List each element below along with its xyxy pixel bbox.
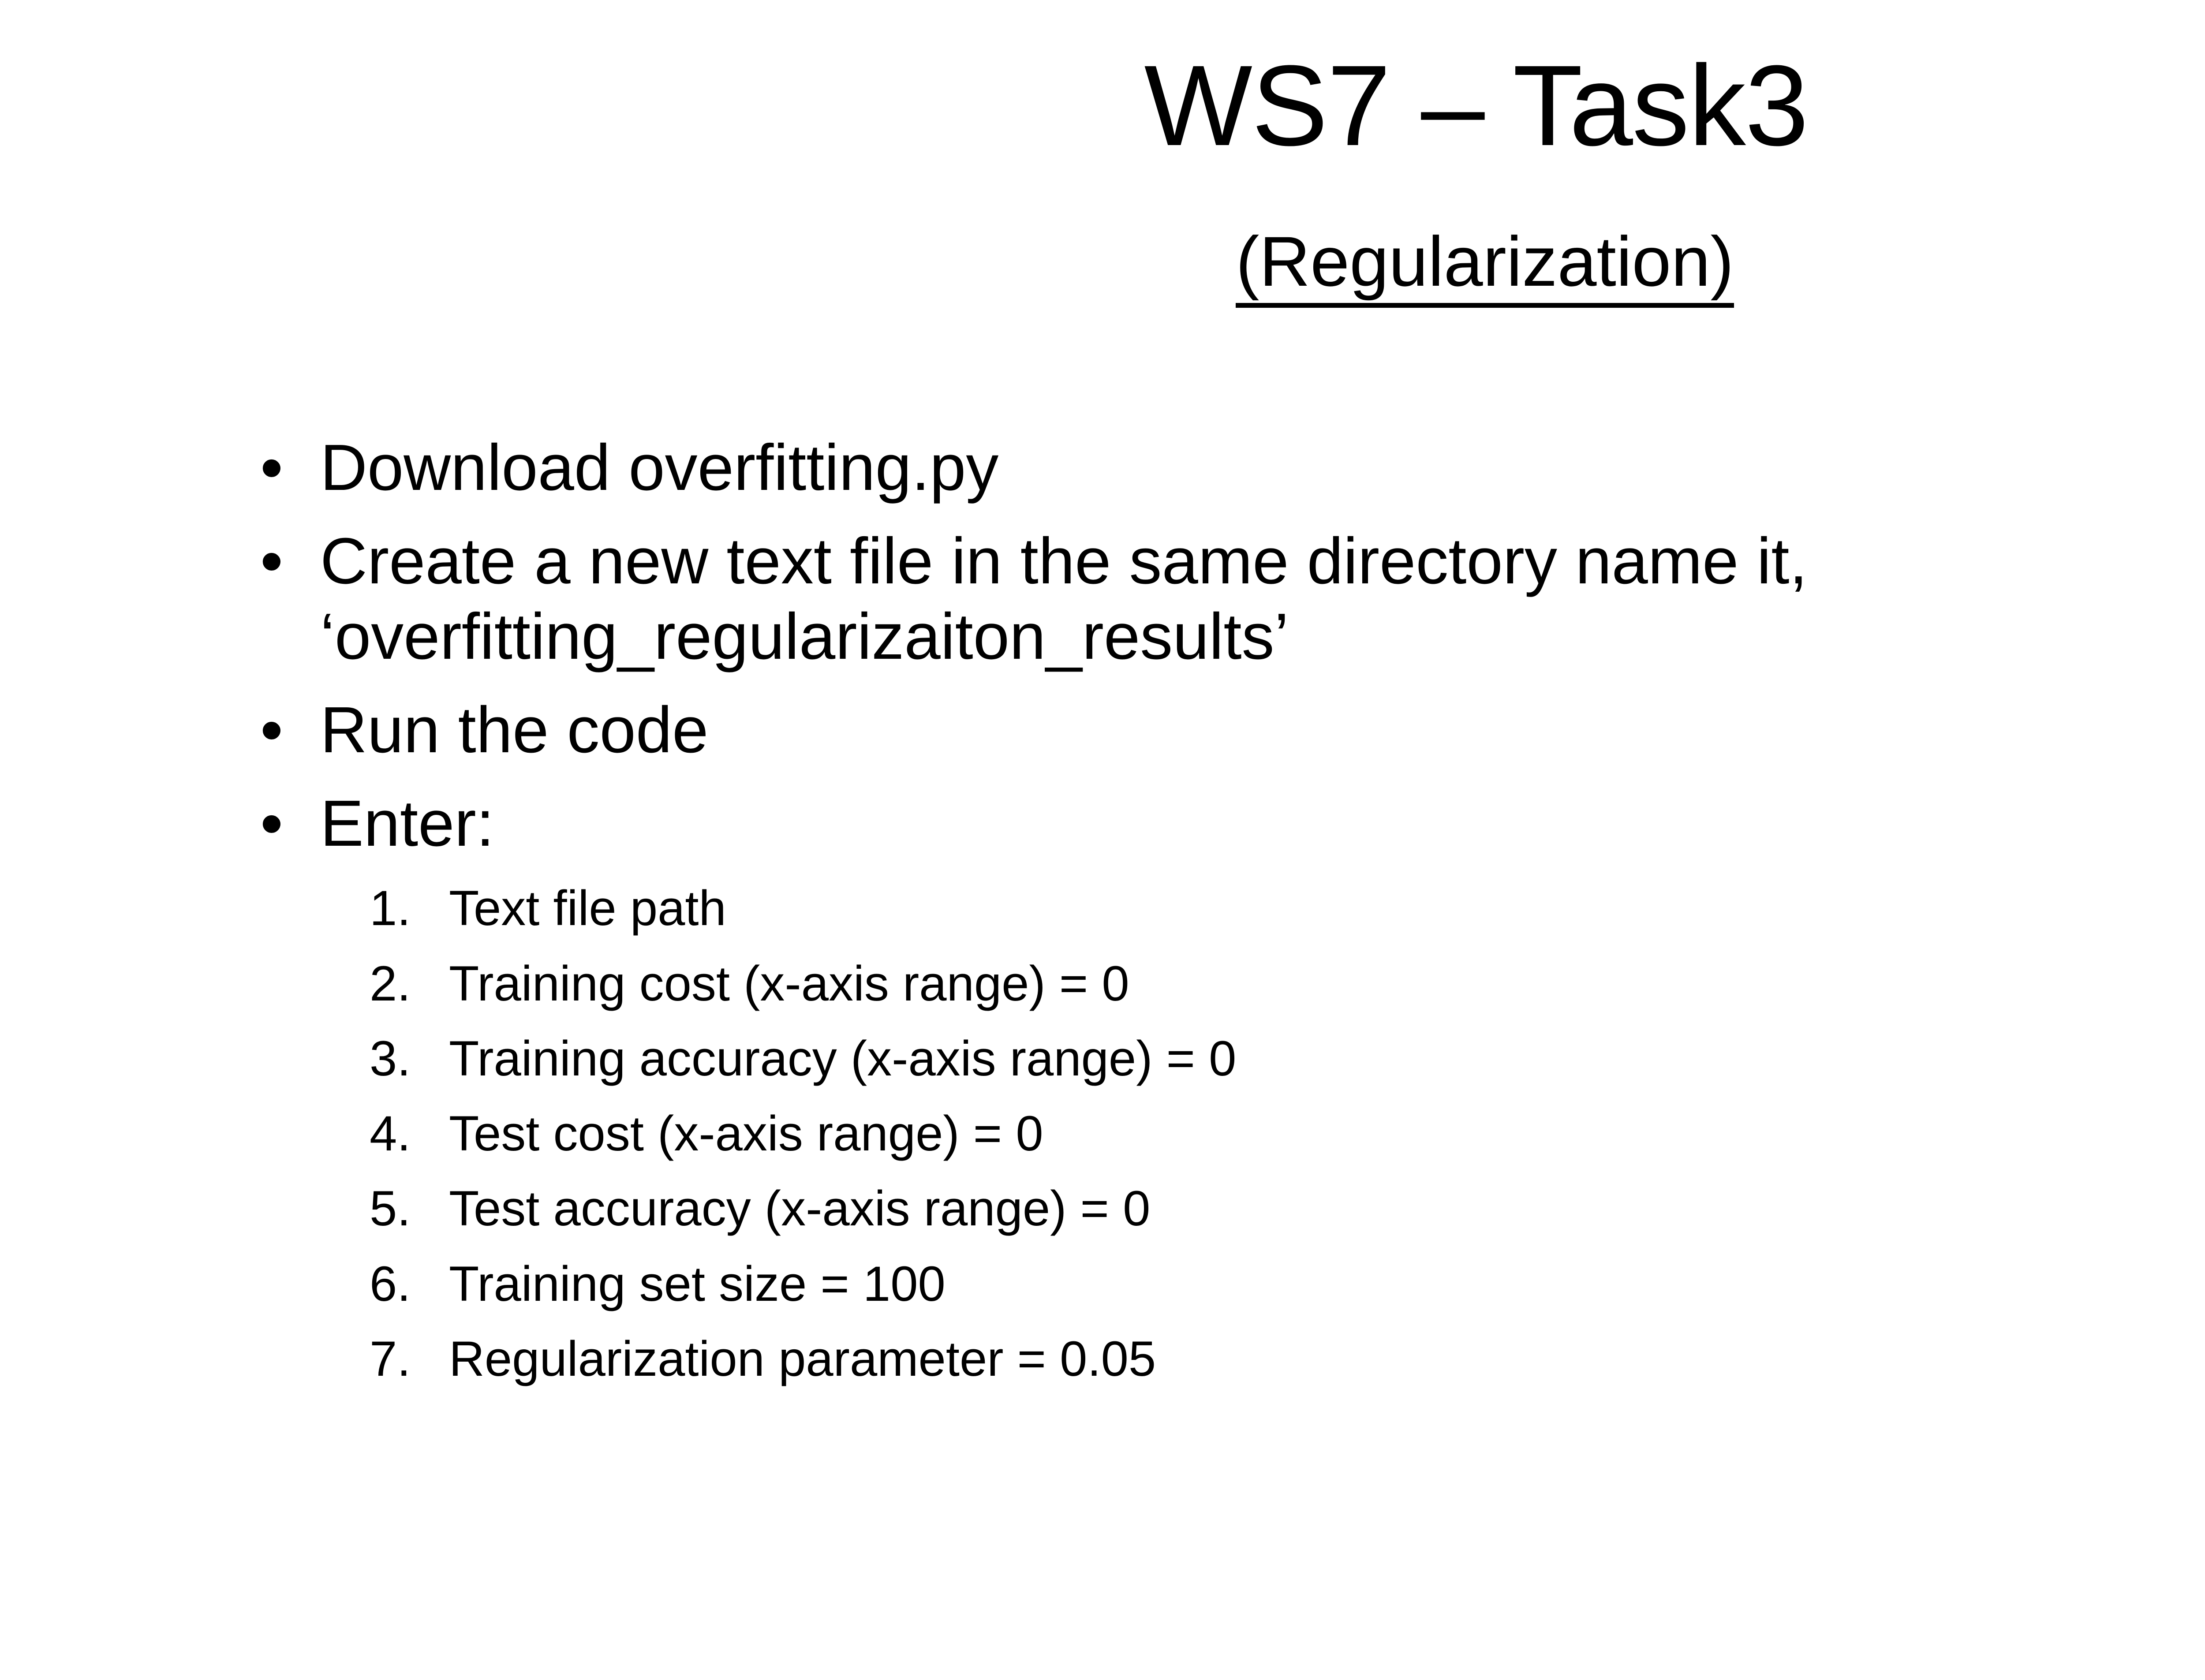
list-number: 2.: [370, 956, 411, 1011]
numbered-item-label: Training set size = 100: [449, 1256, 946, 1311]
content-placeholder: • Download overfitting.py • Create a new…: [247, 430, 2205, 1396]
bullet-dot-icon: •: [260, 787, 283, 860]
numbered-sublist: 1. Text file path 2. Training cost (x-ax…: [320, 871, 2205, 1396]
numbered-item-label: Training cost (x-axis range) = 0: [449, 956, 1129, 1011]
numbered-item-label: Test cost (x-axis range) = 0: [449, 1106, 1043, 1161]
list-item: • Run the code: [247, 692, 2205, 768]
numbered-list-item: 7. Regularization parameter = 0.05: [320, 1322, 2205, 1396]
list-item: • Create a new text file in the same dir…: [247, 523, 2205, 675]
list-item: • Download overfitting.py: [247, 430, 2205, 506]
bullet-dot-icon: •: [260, 524, 283, 597]
subtitle-placeholder: (Regularization): [0, 223, 2205, 308]
list-number: 5.: [370, 1181, 411, 1236]
page-title: WS7 – Task3: [1144, 42, 1809, 170]
bullet-item-label: Run the code: [320, 694, 709, 767]
numbered-item-label: Test accuracy (x-axis range) = 0: [449, 1181, 1151, 1236]
bullet-item-label: Create a new text file in the same direc…: [320, 524, 1808, 597]
bullet-item-label: Download overfitting.py: [320, 431, 999, 504]
numbered-list-item: 5. Test accuracy (x-axis range) = 0: [320, 1171, 2205, 1246]
numbered-list-item: 2. Training cost (x-axis range) = 0: [320, 946, 2205, 1021]
bullet-item-label-continued: ‘overfitting_regularizaiton_results’: [320, 600, 1289, 673]
list-number: 1.: [370, 881, 411, 936]
numbered-item-label: Training accuracy (x-axis range) = 0: [449, 1030, 1237, 1086]
page-subtitle: (Regularization): [1236, 223, 1734, 308]
bullet-dot-icon: •: [260, 431, 283, 504]
list-item: • Enter: 1. Text file path 2. Training c…: [247, 786, 2205, 1396]
bullet-list: • Download overfitting.py • Create a new…: [247, 430, 2205, 1396]
numbered-item-label: Regularization parameter = 0.05: [449, 1331, 1156, 1386]
numbered-list-item: 1. Text file path: [320, 871, 2205, 946]
numbered-list-item: 6. Training set size = 100: [320, 1247, 2205, 1322]
title-placeholder: WS7 – Task3: [0, 44, 2205, 168]
list-number: 3.: [370, 1030, 411, 1086]
list-number: 6.: [370, 1256, 411, 1311]
list-number: 7.: [370, 1331, 411, 1386]
bullet-item-label: Enter:: [320, 787, 494, 860]
bullet-dot-icon: •: [260, 694, 283, 767]
numbered-list-item: 3. Training accuracy (x-axis range) = 0: [320, 1021, 2205, 1096]
numbered-item-label: Text file path: [449, 881, 726, 936]
numbered-list-item: 4. Test cost (x-axis range) = 0: [320, 1096, 2205, 1171]
list-number: 4.: [370, 1106, 411, 1161]
